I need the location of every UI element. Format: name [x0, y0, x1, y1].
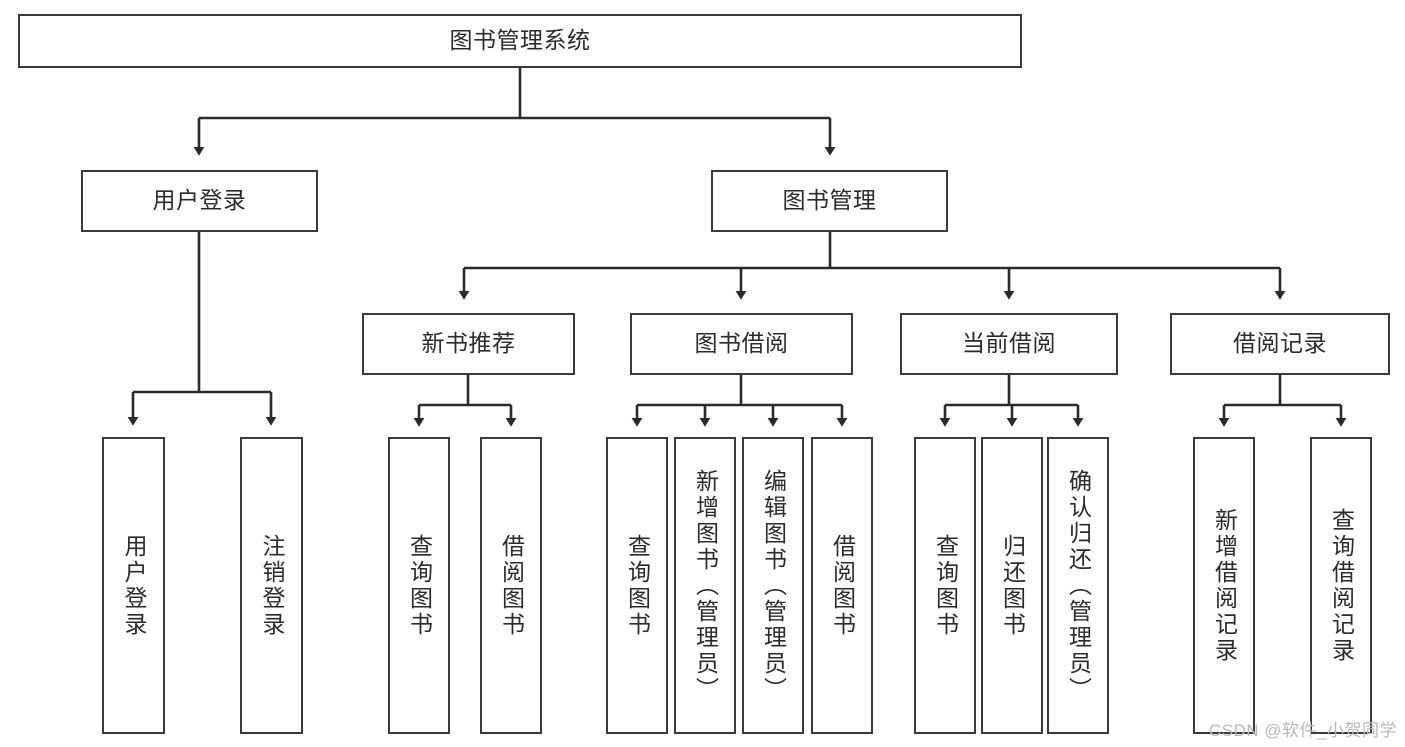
node-borrow-record-label: 借阅记录: [1233, 330, 1327, 357]
node-leaf-query-record-label: 查询借阅记录: [1328, 507, 1355, 664]
node-root-label: 图书管理系统: [449, 27, 591, 54]
node-leaf-confirm-return[interactable]: 确认归还（管理员）: [1047, 437, 1109, 734]
node-leaf-query-book-2-label: 查询图书: [624, 533, 651, 638]
node-leaf-user-logout[interactable]: 注销登录: [240, 437, 303, 734]
node-new-book-recommend-label: 新书推荐: [421, 330, 516, 357]
node-borrow-record[interactable]: 借阅记录: [1170, 313, 1390, 375]
node-book-borrow[interactable]: 图书借阅: [630, 313, 853, 375]
node-new-book-recommend[interactable]: 新书推荐: [362, 313, 575, 375]
node-leaf-edit-book-label: 编辑图书（管理员）: [760, 468, 787, 703]
node-leaf-borrow-book-1-label: 借阅图书: [498, 533, 525, 638]
node-leaf-return-book[interactable]: 归还图书: [981, 437, 1043, 734]
node-leaf-user-login-label: 用户登录: [121, 533, 147, 638]
node-book-management-label: 图书管理: [782, 187, 877, 214]
node-leaf-user-logout-label: 注销登录: [259, 533, 285, 638]
node-leaf-query-book-1[interactable]: 查询图书: [388, 437, 450, 734]
node-leaf-borrow-book-1[interactable]: 借阅图书: [480, 437, 542, 734]
node-book-borrow-label: 图书借阅: [694, 330, 789, 357]
node-leaf-confirm-return-label: 确认归还（管理员）: [1065, 468, 1092, 703]
node-leaf-query-book-1-label: 查询图书: [406, 533, 433, 638]
node-leaf-return-book-label: 归还图书: [999, 533, 1026, 638]
node-current-borrow-label: 当前借阅: [962, 330, 1056, 357]
node-user-login-label: 用户登录: [152, 187, 247, 214]
node-current-borrow[interactable]: 当前借阅: [900, 313, 1118, 375]
node-book-management[interactable]: 图书管理: [711, 170, 948, 232]
node-leaf-borrow-book-2[interactable]: 借阅图书: [811, 437, 873, 734]
node-user-login[interactable]: 用户登录: [81, 170, 318, 232]
node-leaf-query-record[interactable]: 查询借阅记录: [1310, 437, 1372, 734]
node-leaf-add-record[interactable]: 新增借阅记录: [1193, 437, 1255, 734]
node-leaf-borrow-book-2-label: 借阅图书: [829, 533, 856, 638]
node-leaf-add-book-label: 新增图书（管理员）: [692, 468, 719, 703]
node-root[interactable]: 图书管理系统: [18, 14, 1022, 68]
node-leaf-add-book[interactable]: 新增图书（管理员）: [674, 437, 736, 734]
node-leaf-query-book-3-label: 查询图书: [932, 533, 959, 638]
node-leaf-user-login[interactable]: 用户登录: [102, 437, 165, 734]
node-leaf-add-record-label: 新增借阅记录: [1211, 507, 1238, 664]
node-leaf-query-book-2[interactable]: 查询图书: [606, 437, 668, 734]
node-leaf-edit-book[interactable]: 编辑图书（管理员）: [742, 437, 804, 734]
node-leaf-query-book-3[interactable]: 查询图书: [914, 437, 976, 734]
